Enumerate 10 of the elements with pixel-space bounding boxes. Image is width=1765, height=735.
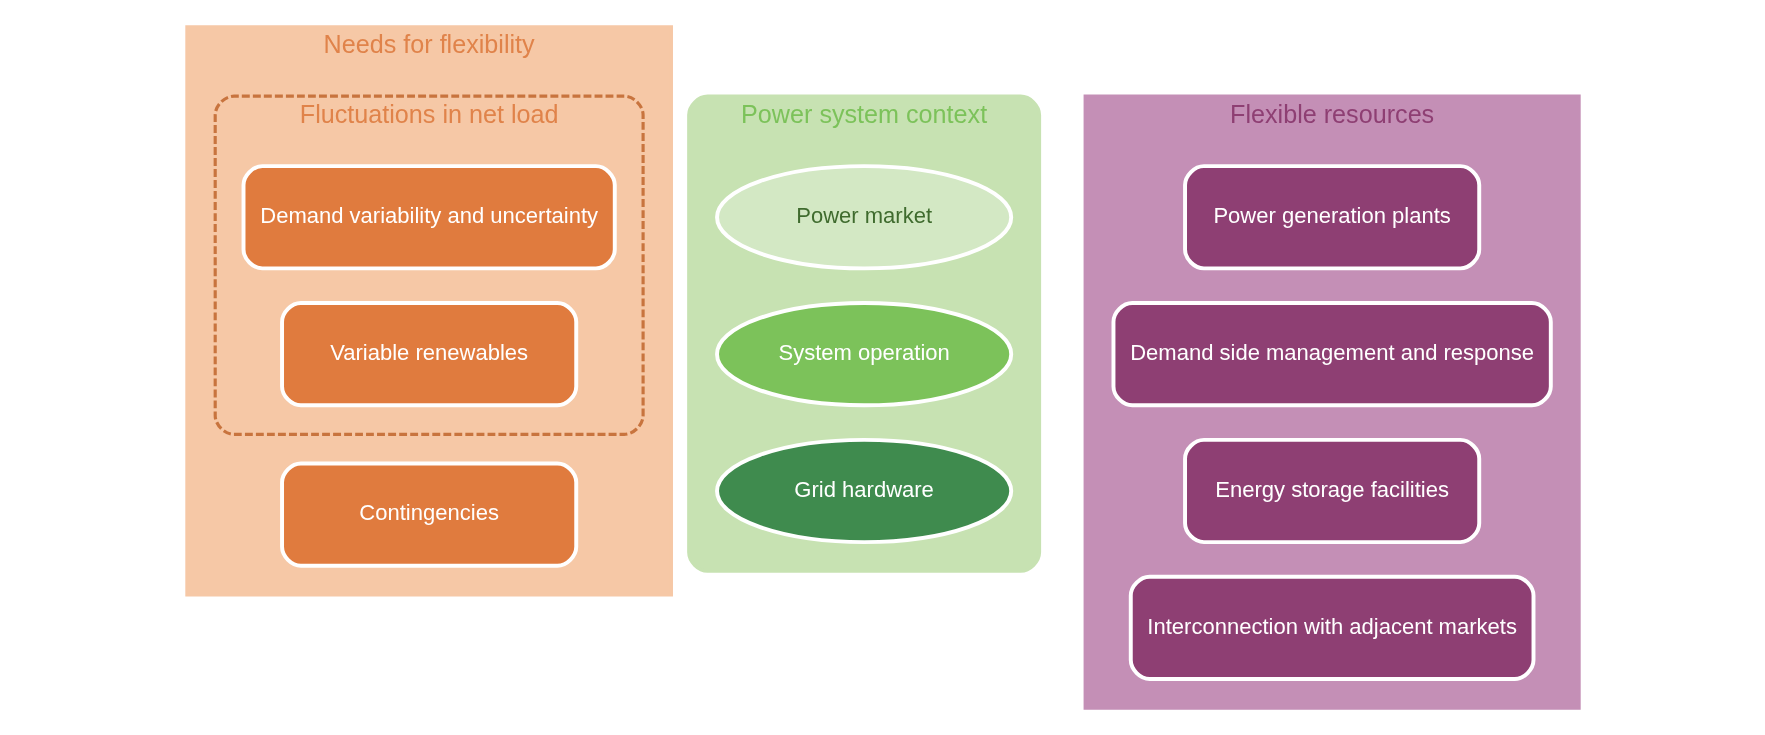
node-box: Demand variability and uncertainty xyxy=(241,164,617,271)
node-ellipse: Power market xyxy=(714,164,1013,271)
node-box: Interconnection with adjacent markets xyxy=(1128,574,1535,681)
node-box: Contingencies xyxy=(279,461,578,568)
node-ellipse: System operation xyxy=(714,301,1013,408)
node-box: Energy storage facilities xyxy=(1182,437,1481,545)
node-box: Demand side management and response xyxy=(1111,301,1553,408)
node-ellipse: Grid hardware xyxy=(714,437,1013,545)
node-box: Variable renewables xyxy=(279,301,578,408)
node-box: Power generation plants xyxy=(1182,164,1481,271)
